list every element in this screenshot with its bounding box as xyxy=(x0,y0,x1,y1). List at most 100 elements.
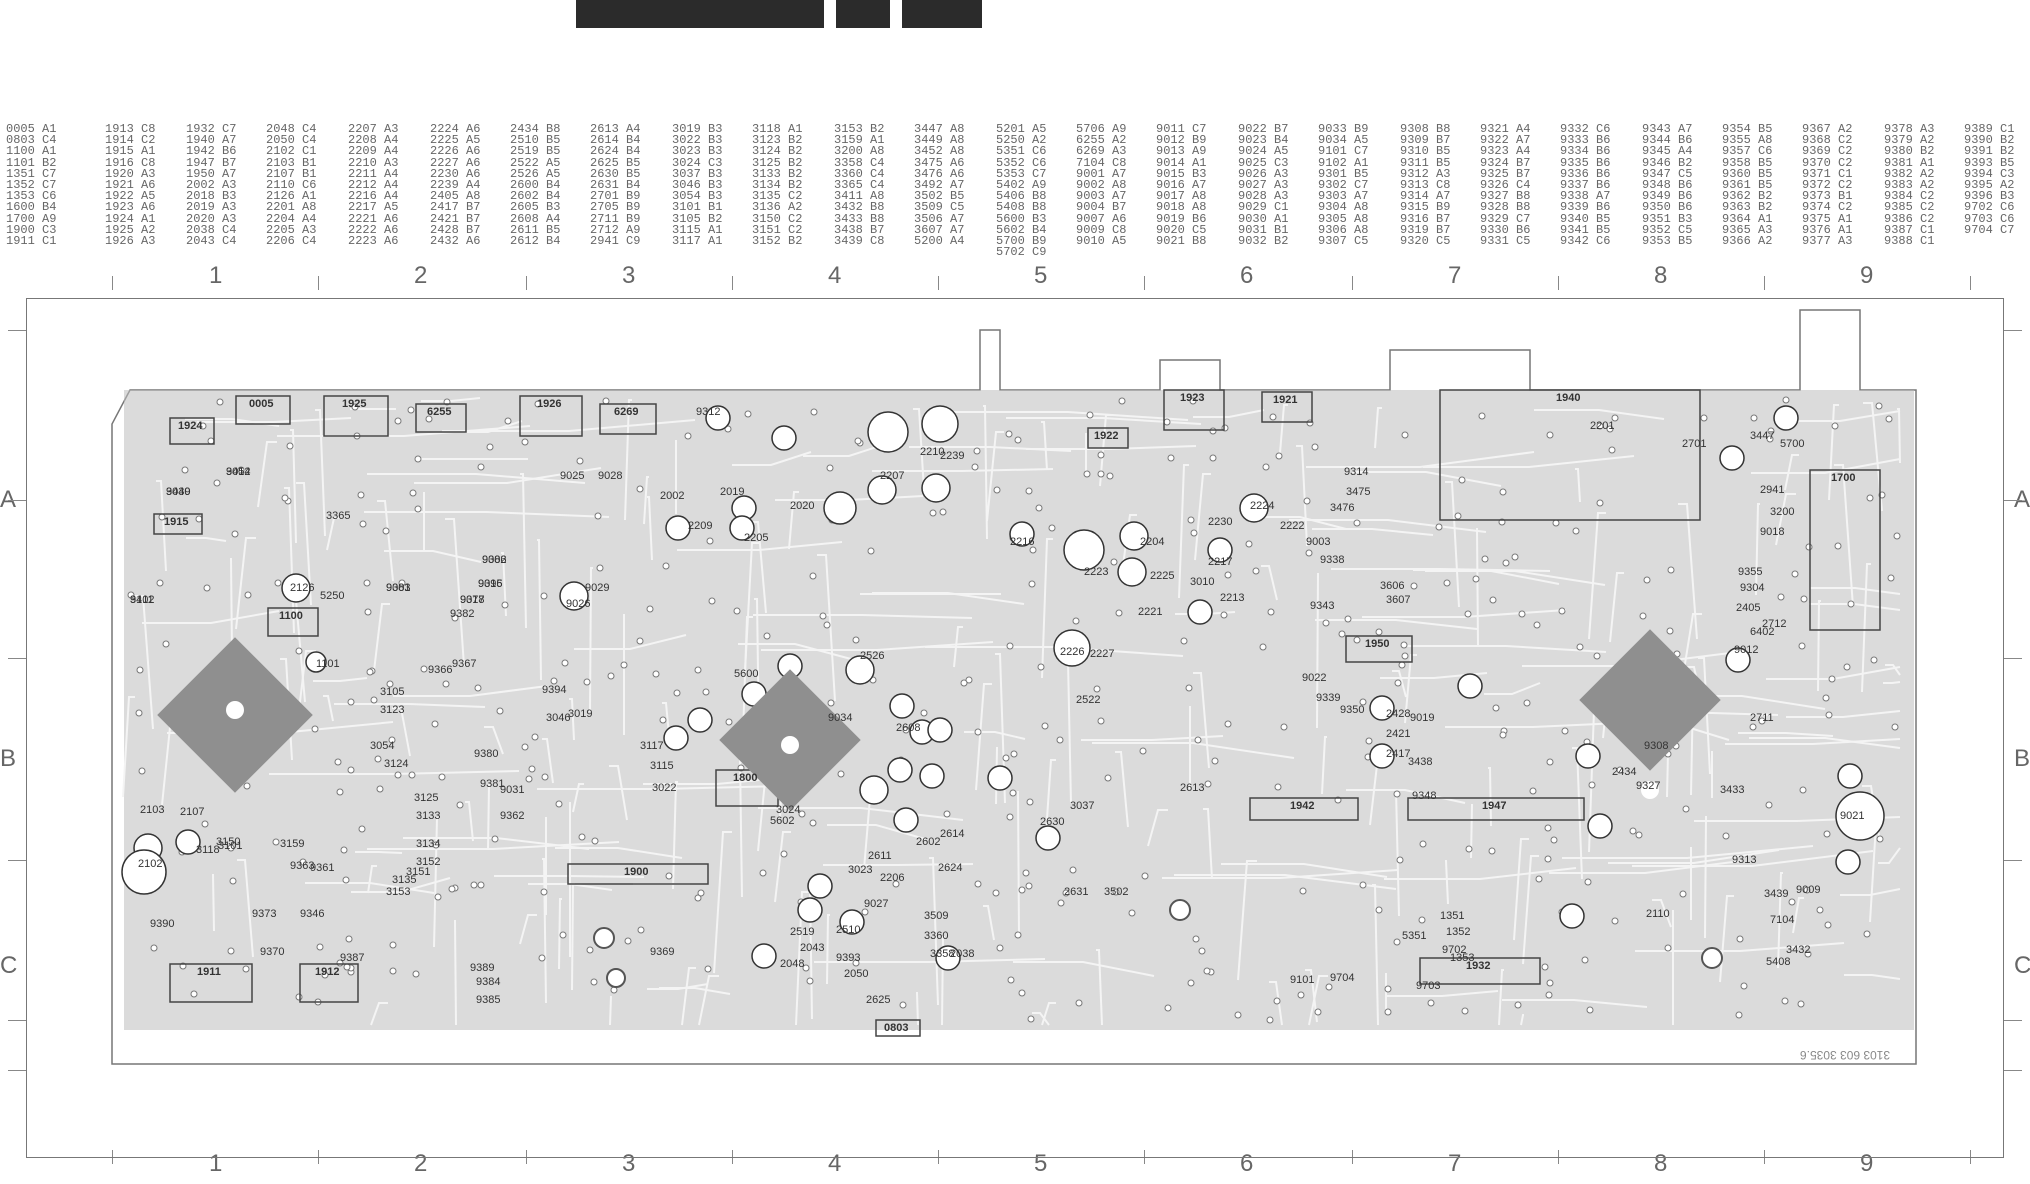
index-entry: 2050 C4 xyxy=(266,133,317,148)
pcb-pad xyxy=(920,709,928,717)
pcb-trace xyxy=(1092,742,1295,759)
index-entry: 2230 A6 xyxy=(430,166,481,181)
pcb-trace xyxy=(393,685,548,697)
pcb-pad xyxy=(389,967,397,975)
pcb-pad xyxy=(1887,574,1895,582)
pcb-pad xyxy=(1749,723,1757,731)
component-label: 2631 xyxy=(1064,886,1089,898)
pcb-pad xyxy=(272,838,280,846)
component-label: 3125 xyxy=(414,792,439,804)
component-label: 9314 xyxy=(1344,466,1369,478)
component-label: 3123 xyxy=(380,704,405,716)
pcb-trace xyxy=(1384,867,1577,880)
pcb-pad xyxy=(1523,699,1531,707)
index-entry: 2631 B4 xyxy=(590,178,641,193)
component-label: 3439 xyxy=(1764,888,1789,900)
pcb-pad xyxy=(996,944,1004,952)
pcb-pad xyxy=(706,537,714,545)
grid-tick xyxy=(1144,276,1145,290)
component-label: 9029 xyxy=(585,582,610,594)
index-entry: 1925 A2 xyxy=(105,222,156,237)
pcb-trace xyxy=(296,482,312,606)
pcb-trace xyxy=(237,859,254,958)
pcb-pad xyxy=(127,591,135,599)
pcb-pad xyxy=(1167,454,1175,462)
pcb-trace xyxy=(1189,706,1191,789)
pcb-pad xyxy=(229,877,237,885)
pcb-pad xyxy=(591,837,599,845)
pcb-pad xyxy=(1682,805,1690,813)
pcb-pad xyxy=(1499,731,1507,739)
pcb-pad xyxy=(504,417,512,425)
pcb-trace xyxy=(624,399,632,521)
index-entry: 2020 A3 xyxy=(186,211,237,226)
pcb-pad xyxy=(1274,783,1282,791)
pcb-trace xyxy=(537,539,542,681)
capacitor-outline xyxy=(665,515,691,541)
index-entry: 2103 B1 xyxy=(266,155,317,170)
pcb-trace xyxy=(326,517,340,551)
pcb-pad xyxy=(1266,1016,1274,1024)
pcb-pad xyxy=(394,771,402,779)
pcb-pad xyxy=(1419,840,1427,848)
pcb-pad xyxy=(708,597,716,605)
index-entry: 5200 A4 xyxy=(914,234,965,249)
component-label: 9363 xyxy=(290,860,315,872)
index-entry: 2405 A8 xyxy=(430,189,481,204)
component-label: 3135 xyxy=(392,874,417,886)
pcb-trace xyxy=(1755,503,1760,596)
pcb-trace xyxy=(235,537,256,630)
pcb-trace xyxy=(1817,600,1821,692)
index-entry: 2107 B1 xyxy=(266,166,317,181)
index-entry: 9306 A8 xyxy=(1318,222,1369,237)
grid-row-tick xyxy=(2004,1070,2022,1071)
component-label: 9389 xyxy=(470,962,495,974)
pcb-pad xyxy=(1629,827,1637,835)
pcb-pad xyxy=(1847,600,1855,608)
pcb-trace xyxy=(269,770,520,775)
capacitor-outline xyxy=(823,491,857,525)
pcb-pad xyxy=(1572,527,1580,535)
index-entry: 2613 A4 xyxy=(590,122,641,136)
index-entry: 2221 A6 xyxy=(348,211,399,226)
connector-outline xyxy=(519,395,583,437)
index-entry: 2417 B7 xyxy=(430,200,481,215)
index-entry: 9003 A7 xyxy=(1076,189,1127,204)
index-entry: 2222 A6 xyxy=(348,222,399,237)
pcb-trace xyxy=(1810,587,1901,595)
index-entry: 9324 B7 xyxy=(1480,155,1531,170)
component-label: 2614 xyxy=(940,828,965,840)
connector-label: 1915 xyxy=(164,516,189,528)
pcb-pad xyxy=(1593,652,1601,660)
pcb-pad xyxy=(1799,786,1807,794)
pcb-pad xyxy=(299,858,307,866)
pcb-pad xyxy=(1344,615,1352,623)
capacitor-outline xyxy=(987,765,1013,791)
pcb-pad xyxy=(1891,723,1899,731)
component-label: 9021 xyxy=(1840,810,1865,822)
row-letter-right-b: B xyxy=(2014,745,2030,772)
pcb-trace xyxy=(1775,493,1796,546)
component-label: 2630 xyxy=(1040,816,1065,828)
pcb-trace xyxy=(1711,751,1713,798)
pcb-pad xyxy=(345,935,353,943)
index-entry: 2526 A5 xyxy=(510,166,561,181)
pcb-pad xyxy=(854,437,862,445)
connector-label: 1926 xyxy=(537,398,562,410)
index-entry: 1922 A5 xyxy=(105,189,156,204)
pcb-trace xyxy=(290,429,297,544)
board-reference: 3103 603 3035.6 xyxy=(1800,1048,1891,1062)
capacitor-outline xyxy=(867,411,909,453)
grid-tick xyxy=(732,276,733,290)
component-label: 2204 xyxy=(1140,536,1165,548)
pcb-pad xyxy=(1014,436,1022,444)
index-entry: 9333 B6 xyxy=(1560,133,1611,148)
pcb-trace xyxy=(1786,710,1901,718)
pcb-pad xyxy=(136,666,144,674)
grid-column-number: 9 xyxy=(1860,262,1874,289)
pcb-trace xyxy=(1445,722,1621,728)
connector-outline xyxy=(1261,391,1313,423)
